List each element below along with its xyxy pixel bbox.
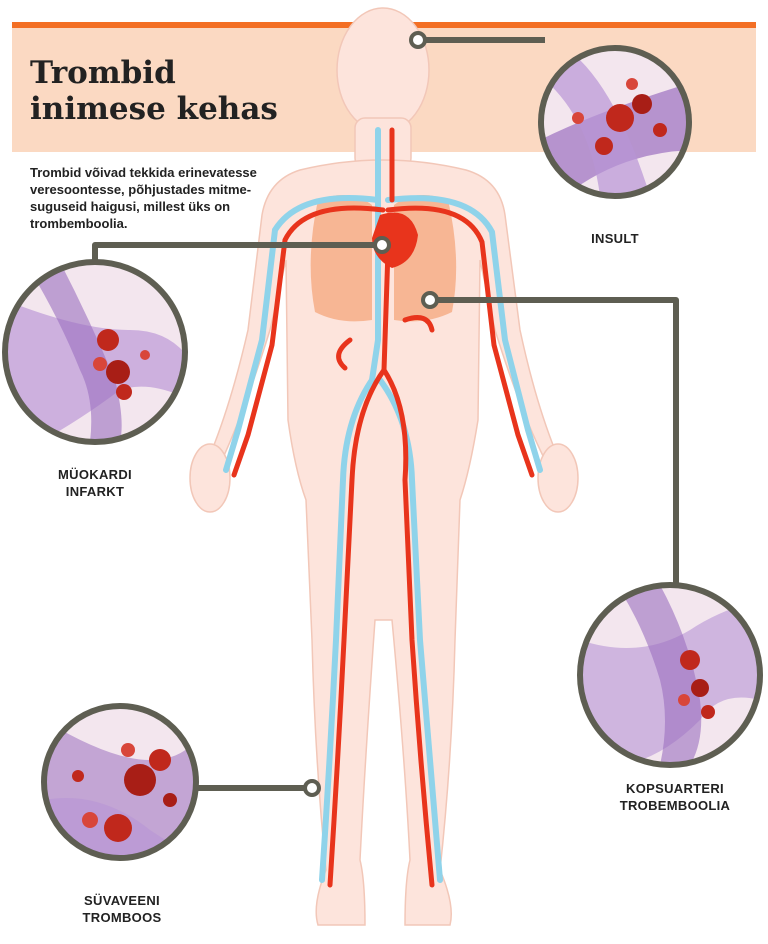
connector-lines — [92, 37, 679, 791]
label-dvt-line-1: SÜVAVEENI — [84, 893, 160, 908]
page-title: Trombid inimese kehas — [30, 55, 278, 127]
title-line-1: Trombid — [30, 55, 176, 91]
body-silhouette — [189, 7, 579, 926]
label-myocardial-line-1: MÜOKARDI — [58, 467, 132, 482]
label-myocardial-infarction: MÜOKARDI INFARKT — [30, 466, 160, 500]
intro-line-3: suguseid haigusi, millest üks on — [30, 199, 231, 214]
heart — [372, 212, 418, 268]
label-myocardial-line-2: INFARKT — [65, 484, 125, 499]
arteries — [231, 127, 535, 888]
connector-dots — [303, 31, 439, 797]
label-insult-line-1: INSULT — [591, 231, 639, 246]
intro-line-1: Trombid võivad tekkida erinevatesse — [30, 165, 257, 180]
intro-line-4: trombemboolia. — [30, 216, 128, 231]
label-dvt-line-2: TROMBOOS — [82, 910, 162, 925]
label-pulmonary-embolism: KOPSUARTERI TROBEMBOOLIA — [605, 780, 745, 814]
intro-text: Trombid võivad tekkida erinevatesse vere… — [30, 164, 300, 232]
label-deep-vein-thrombosis: SÜVAVEENI TROMBOOS — [62, 892, 182, 926]
callout-circle-heart — [2, 259, 188, 445]
label-pulmonary-line-2: TROBEMBOOLIA — [619, 798, 731, 813]
label-pulmonary-line-1: KOPSUARTERI — [626, 781, 724, 796]
title-line-2: inimese kehas — [30, 91, 278, 127]
intro-line-2: veresoontesse, põhjustades mitme- — [30, 182, 252, 197]
callout-circle-leg — [41, 703, 199, 861]
callout-circle-lung — [577, 582, 763, 768]
label-insult: INSULT — [575, 230, 655, 247]
callout-circle-brain — [538, 45, 692, 199]
